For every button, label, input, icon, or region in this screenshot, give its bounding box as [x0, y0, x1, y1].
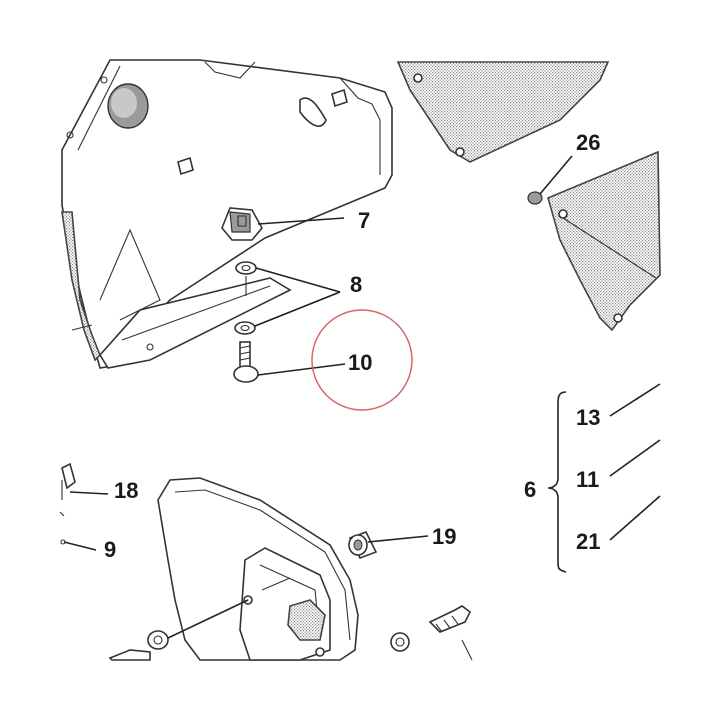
screw-26-part	[527, 191, 543, 205]
upper-right-panel	[396, 61, 610, 163]
clip-nut-part	[221, 207, 263, 241]
callout-8: 8	[350, 272, 362, 297]
bolt-part	[233, 341, 259, 383]
callout-10: 10	[348, 350, 372, 375]
upper-washer-part	[235, 261, 257, 275]
highlight-circle	[311, 309, 413, 411]
pin-18-part	[61, 462, 76, 490]
callout-7: 7	[358, 208, 370, 233]
callout-26: 26	[576, 130, 600, 155]
callout-6: 6	[524, 477, 536, 502]
upper-bracket-assembly	[61, 59, 393, 383]
group-6-brace	[547, 391, 567, 573]
callout-9: 9	[104, 537, 116, 562]
lower-washer-part	[234, 321, 256, 335]
callout-19: 19	[432, 524, 456, 549]
callout-13: 13	[576, 405, 600, 430]
callout-11: 11	[576, 467, 599, 492]
spacer-19-part	[348, 530, 378, 560]
callout-21: 21	[576, 529, 600, 554]
lower-assembly	[59, 462, 473, 661]
callout-18: 18	[114, 478, 138, 503]
leader-lines	[63, 155, 661, 639]
right-side-panel	[527, 150, 661, 332]
